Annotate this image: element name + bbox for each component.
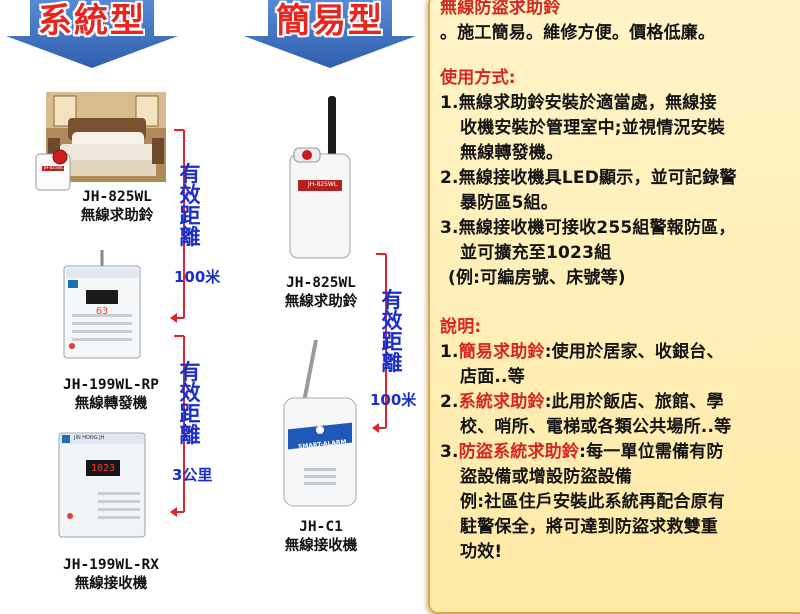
receiver-device-simple: SMART-ALARM (282, 338, 362, 510)
display-readout: 1023 (90, 463, 116, 474)
usage-item-2: 2.無線接收機具LED顯示，並可記錄警 暴防區5組。 (440, 168, 737, 213)
notes-heading: 說明: (440, 317, 482, 337)
call-button-device-simple: JH-825WL (286, 96, 356, 262)
device-label: JH-825WL (308, 181, 338, 188)
usage-item-1: 1.無線求助鈴安裝於適當處，無線接 收機安裝於管理室中;並視情況安裝 無線轉發機… (440, 93, 725, 163)
name-text: 無線接收機 (74, 576, 148, 592)
header-system-label: 系統型 (38, 0, 146, 41)
usage-heading: 使用方式: (440, 68, 516, 88)
bracket-arrow-icon (170, 335, 185, 517)
caption-simple-device1: JH-825WL 無線求助鈴 (262, 274, 380, 312)
range-bracket-simple: 有 效 距 離 100米 (370, 252, 426, 442)
name-text: 無線轉發機 (74, 396, 148, 412)
range-label: 有 效 距 離 (179, 162, 201, 249)
display-readout: 63 (95, 306, 109, 317)
info-panel: 無線防盜求助鈴 。施工簡易。維修方便。價格低廉。 使用方式: 1.無線求助鈴安裝… (428, 0, 800, 614)
panel-intro: 。施工簡易。維修方便。價格低廉。 (440, 23, 716, 43)
note-item-1: 1.簡易求助鈴:使用於居家、收銀台、 店面..等 (440, 342, 724, 387)
device-label: JH-825WL (44, 165, 64, 170)
model-text: JH-825WL (82, 189, 152, 205)
range-distance: 100米 (370, 391, 417, 409)
model-text: JH-199WL-RP (62, 377, 160, 393)
receiver-device-system: JIN HONG JH 1023 (58, 432, 146, 538)
down-arrow-icon (244, 0, 416, 68)
caption-system-device3: JH-199WL-RX 無線接收機 (40, 556, 182, 594)
range-bracket-1: 有 效 距 離 100米 (168, 128, 228, 328)
header-simple: 簡易型 (240, 0, 420, 68)
name-text: 無線求助鈴 (284, 294, 358, 310)
usage-example: (例:可編房號、床號等) (448, 268, 626, 288)
note-item-3: 3.防盜系統求助鈴:每一單位需備有防 盜設備或增設防盜設備 (440, 442, 724, 487)
bedroom-photo (46, 92, 166, 182)
repeater-device: 63 (62, 250, 142, 360)
note-example: 例:社區住戶安裝此系統再配合原有 駐警保全，將可達到防盜求救雙重 功效! (460, 492, 725, 562)
model-text: JH-199WL-RX (62, 557, 160, 573)
name-text: 無線接收機 (284, 538, 358, 554)
range-distance: 100米 (174, 268, 221, 286)
caption-system-device1: JH-825WL 無線求助鈴 (58, 188, 176, 226)
header-simple-label: 簡易型 (276, 0, 384, 41)
name-text: 無線求助鈴 (80, 208, 154, 224)
usage-item-3: 3.無線接收機可接收255組警報防區， 並可擴充至1023組 (440, 218, 736, 263)
bracket-arrow-icon (170, 129, 185, 323)
range-bracket-2: 有 效 距 離 3公里 (168, 334, 238, 524)
caption-system-device2: JH-199WL-RP 無線轉發機 (40, 376, 182, 414)
range-distance: 3公里 (172, 466, 213, 484)
range-label: 有 效 距 離 (179, 360, 201, 447)
header-system: 系統型 (2, 0, 182, 68)
device-label: JIN HONG JH (74, 435, 105, 441)
range-label: 有 效 距 離 (381, 288, 403, 375)
caption-simple-device2: JH-C1 無線接收機 (262, 518, 380, 556)
call-button-device-system: JH-825WL (34, 148, 74, 192)
note-item-2: 2.系統求助鈴:此用於飯店、旅館、學 校、哨所、電梯或各類公共場所..等 (440, 392, 732, 437)
panel-title: 無線防盜求助鈴 (440, 0, 561, 18)
model-text: JH-825WL (286, 275, 356, 291)
down-arrow-icon (6, 0, 178, 68)
model-text: JH-C1 (299, 519, 343, 535)
bracket-arrow-icon (372, 253, 387, 433)
